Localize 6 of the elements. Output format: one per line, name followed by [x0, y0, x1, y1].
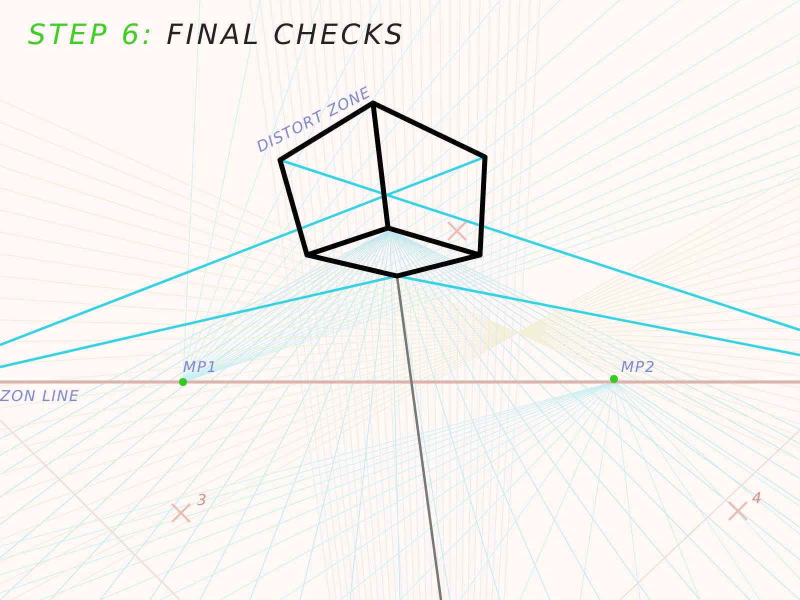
cross-number: 3: [197, 491, 208, 509]
point-label: MP1: [183, 358, 218, 376]
title: STEP 6: FINAL CHECKS: [28, 18, 406, 51]
point-label: MP2: [621, 358, 656, 376]
cross-number: 4: [752, 489, 763, 507]
horizon-label: ZON LINE: [0, 387, 80, 405]
